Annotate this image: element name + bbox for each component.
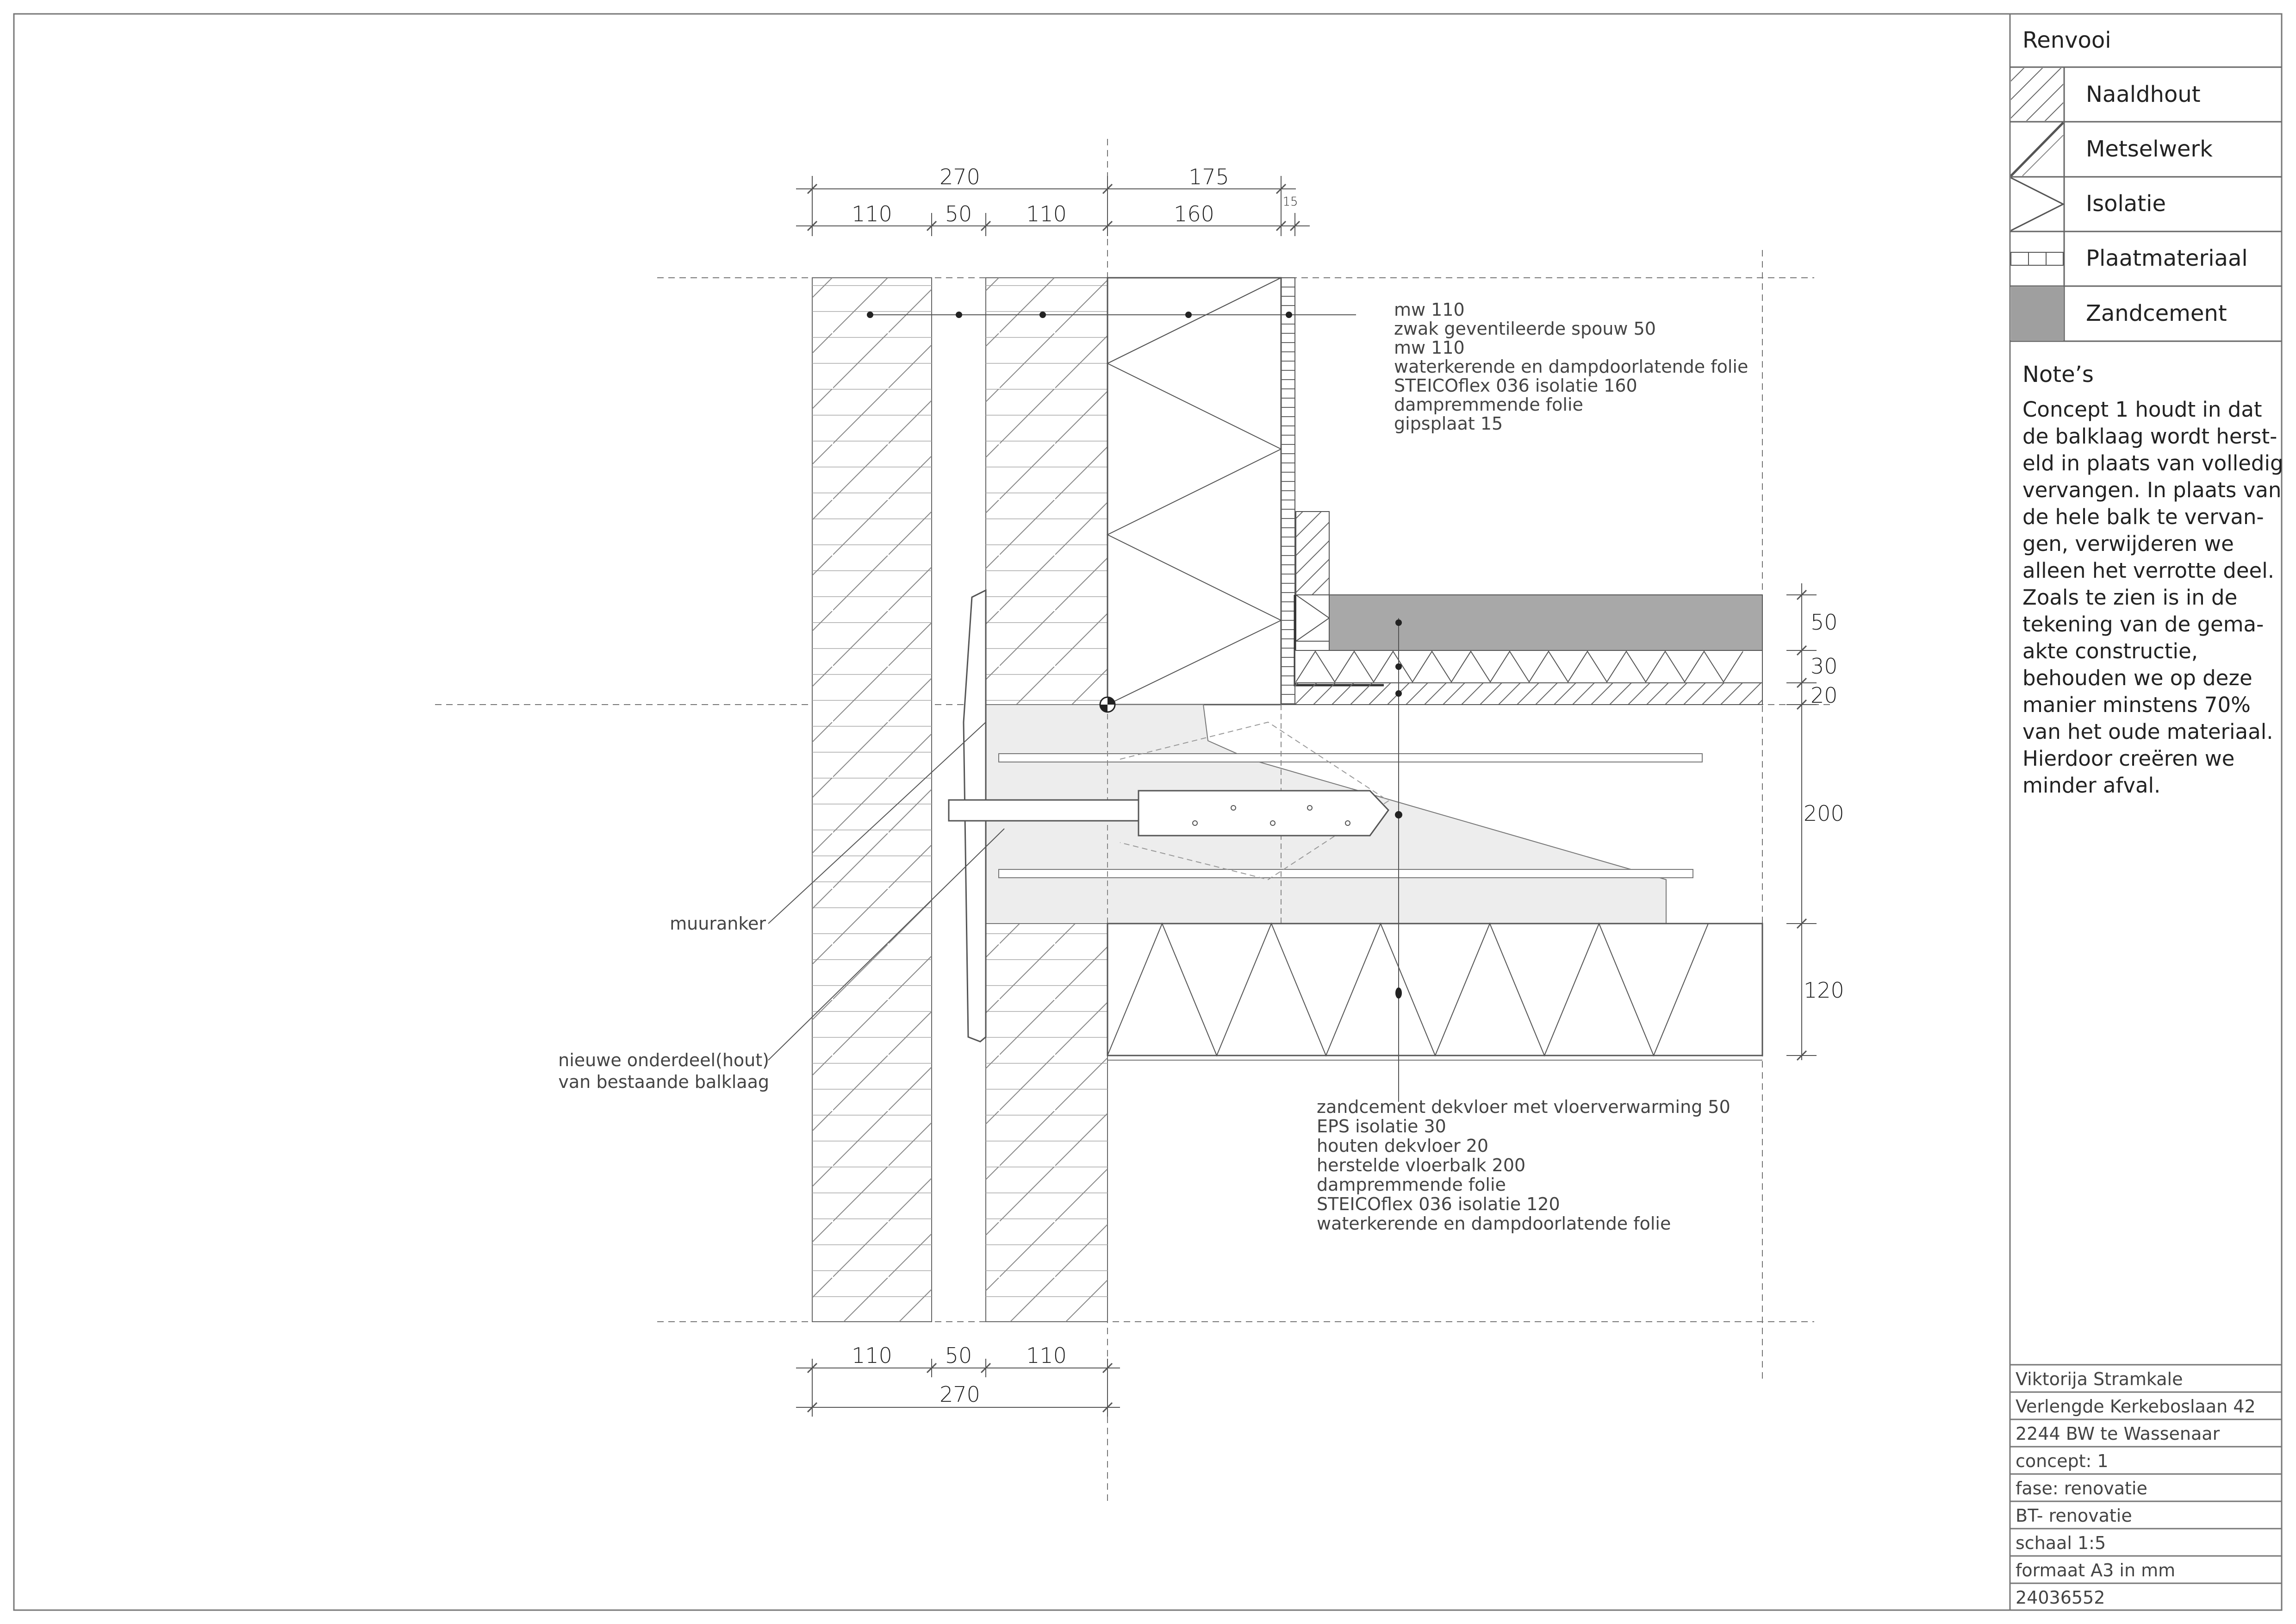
gypsum-board [1281, 277, 1295, 705]
sheet-border [13, 13, 2283, 1611]
floor-note: STEICOflex 036 isolatie 120 [1317, 1194, 1560, 1214]
title-block-city: 2244 BW te Wassenaar [2016, 1424, 2220, 1444]
edge-insulation [1295, 594, 1330, 642]
floor-note: dampremmende folie [1317, 1174, 1506, 1195]
wall-note: mw 110 [1394, 337, 1465, 358]
legend: Renvooi Naaldhout Metselwerk Isolatie Pl… [2010, 27, 2282, 342]
skirting-board [1295, 511, 1330, 595]
dim-top-part-2: 50 [945, 201, 972, 226]
dim-bottom-part-1: 110 [852, 1343, 892, 1368]
dim-bottom-part-3: 110 [1026, 1343, 1067, 1368]
notes-line: akte constructie, [2022, 639, 2198, 663]
notes-line: manier minstens 70% [2022, 693, 2251, 717]
title-block-subject: BT- renovatie [2016, 1505, 2132, 1526]
wall-note: STEICOflex 036 isolatie 160 [1394, 375, 1637, 396]
floor-insulation [1107, 922, 1763, 1061]
dim-bottom-part-2: 50 [945, 1343, 972, 1368]
legend-label-plaatmateriaal: Plaatmateriaal [2086, 245, 2248, 271]
legend-swatch-isolatie [2010, 177, 2065, 231]
wall-note: dampremmende folie [1394, 394, 1583, 415]
dim-top-part-3: 110 [1026, 201, 1067, 226]
legend-label-metselwerk: Metselwerk [2086, 136, 2213, 162]
notes-line: gen, verwijderen we [2022, 531, 2234, 556]
dim-right-screed: 50 [1811, 610, 1838, 635]
wall-layer-notes: mw 110 zwak geventileerde spouw 50 mw 11… [1394, 300, 1748, 434]
dim-top-part-1: 110 [852, 201, 892, 226]
notes-title: Note’s [2022, 362, 2094, 387]
title-block-name: Viktorija Stramkale [2016, 1369, 2183, 1389]
dim-bottom-total: 270 [940, 1382, 980, 1407]
dim-right-insulation: 120 [1804, 978, 1844, 1003]
dim-top-part-5: 15 [1282, 195, 1298, 209]
eps-layer [1294, 650, 1763, 683]
title-block-phase: fase: renovatie [2016, 1478, 2147, 1499]
leader-lines [768, 314, 1399, 1102]
legend-swatch-plaatmateriaal [2010, 252, 2064, 266]
notes-line: alleen het verrotte deel. [2022, 558, 2274, 583]
outer-masonry-leaf [812, 277, 932, 1322]
wall-anchor [948, 589, 1389, 1043]
floor-note: zandcement dekvloer met vloerverwarming … [1317, 1097, 1730, 1117]
screed-layer [1329, 594, 1763, 651]
construction-detail: 270 175 110 50 110 160 15 110 50 110 270… [435, 139, 1844, 1505]
notes-section: Note’s Concept 1 houdt in dat de balklaa… [2022, 362, 2284, 798]
wall-note: waterkerende en dampdoorlatende folie [1394, 356, 1748, 377]
notes-line: Zoals te zien is in de [2022, 585, 2237, 610]
wall-insulation [1106, 277, 1282, 706]
legend-label-naaldhout: Naaldhout [2086, 81, 2201, 107]
notes-line: eld in plaats van volledig [2022, 451, 2284, 475]
notes-line: Concept 1 houdt in dat [2022, 397, 2262, 422]
dim-right-subfloor: 20 [1811, 683, 1838, 708]
reference-point-symbol [1099, 696, 1116, 713]
notes-line: Hierdoor creëren we [2022, 746, 2234, 771]
title-block-student-number: 24036552 [2016, 1587, 2105, 1608]
floor-note: waterkerende en dampdoorlatende folie [1317, 1213, 1671, 1234]
wall-note: zwak geventileerde spouw 50 [1394, 319, 1656, 339]
title-block-format: formaat A3 in mm [2016, 1560, 2175, 1580]
dim-top-total-2: 175 [1188, 164, 1229, 189]
notes-line: de hele balk te vervan- [2022, 505, 2264, 529]
legend-swatch-zandcement [2011, 287, 2063, 340]
floor-note: houten dekvloer 20 [1317, 1136, 1488, 1156]
notes-line: behouden we op deze [2022, 666, 2252, 690]
dim-top-total-1: 270 [940, 164, 980, 189]
timber-subfloor [1294, 682, 1763, 705]
leader-dots [867, 312, 1402, 999]
notes-line: tekening van de gema- [2022, 612, 2264, 637]
dim-right-eps: 30 [1811, 654, 1838, 679]
floor-note: herstelde vloerbalk 200 [1317, 1155, 1525, 1175]
title-block-scale: schaal 1:5 [2016, 1533, 2106, 1553]
title-block-concept: concept: 1 [2016, 1451, 2109, 1471]
legend-title: Renvooi [2022, 27, 2111, 53]
notes-line: de balklaag wordt herst- [2022, 424, 2277, 449]
legend-label-isolatie: Isolatie [2086, 191, 2166, 217]
label-muuranker: muuranker [670, 913, 766, 934]
notes-line: vervangen. In plaats van [2022, 478, 2281, 502]
label-onderdeel-line-1: nieuwe onderdeel(hout) [558, 1050, 769, 1070]
legend-label-zandcement: Zandcement [2086, 300, 2227, 326]
dim-top-part-4: 160 [1174, 201, 1214, 226]
legend-swatch-metselwerk [2010, 122, 2064, 177]
title-block-address: Verlengde Kerkeboslaan 42 [2016, 1396, 2256, 1417]
label-onderdeel-line-2: van bestaande balklaag [558, 1072, 769, 1092]
dimension-lines [796, 176, 1817, 1417]
wall-note: mw 110 [1394, 300, 1465, 320]
floor-layer-notes: zandcement dekvloer met vloerverwarming … [1317, 1097, 1730, 1234]
notes-line: minder afval. [2022, 773, 2160, 798]
dim-right-beam: 200 [1804, 801, 1844, 826]
notes-line: van het oude materiaal. [2022, 719, 2273, 744]
legend-swatch-naaldhout [2011, 68, 2063, 121]
wall-note: gipsplaat 15 [1394, 413, 1503, 434]
title-block: Viktorija Stramkale Verlengde Kerkebosla… [2010, 1364, 2282, 1608]
floor-note: EPS isolatie 30 [1317, 1116, 1446, 1137]
